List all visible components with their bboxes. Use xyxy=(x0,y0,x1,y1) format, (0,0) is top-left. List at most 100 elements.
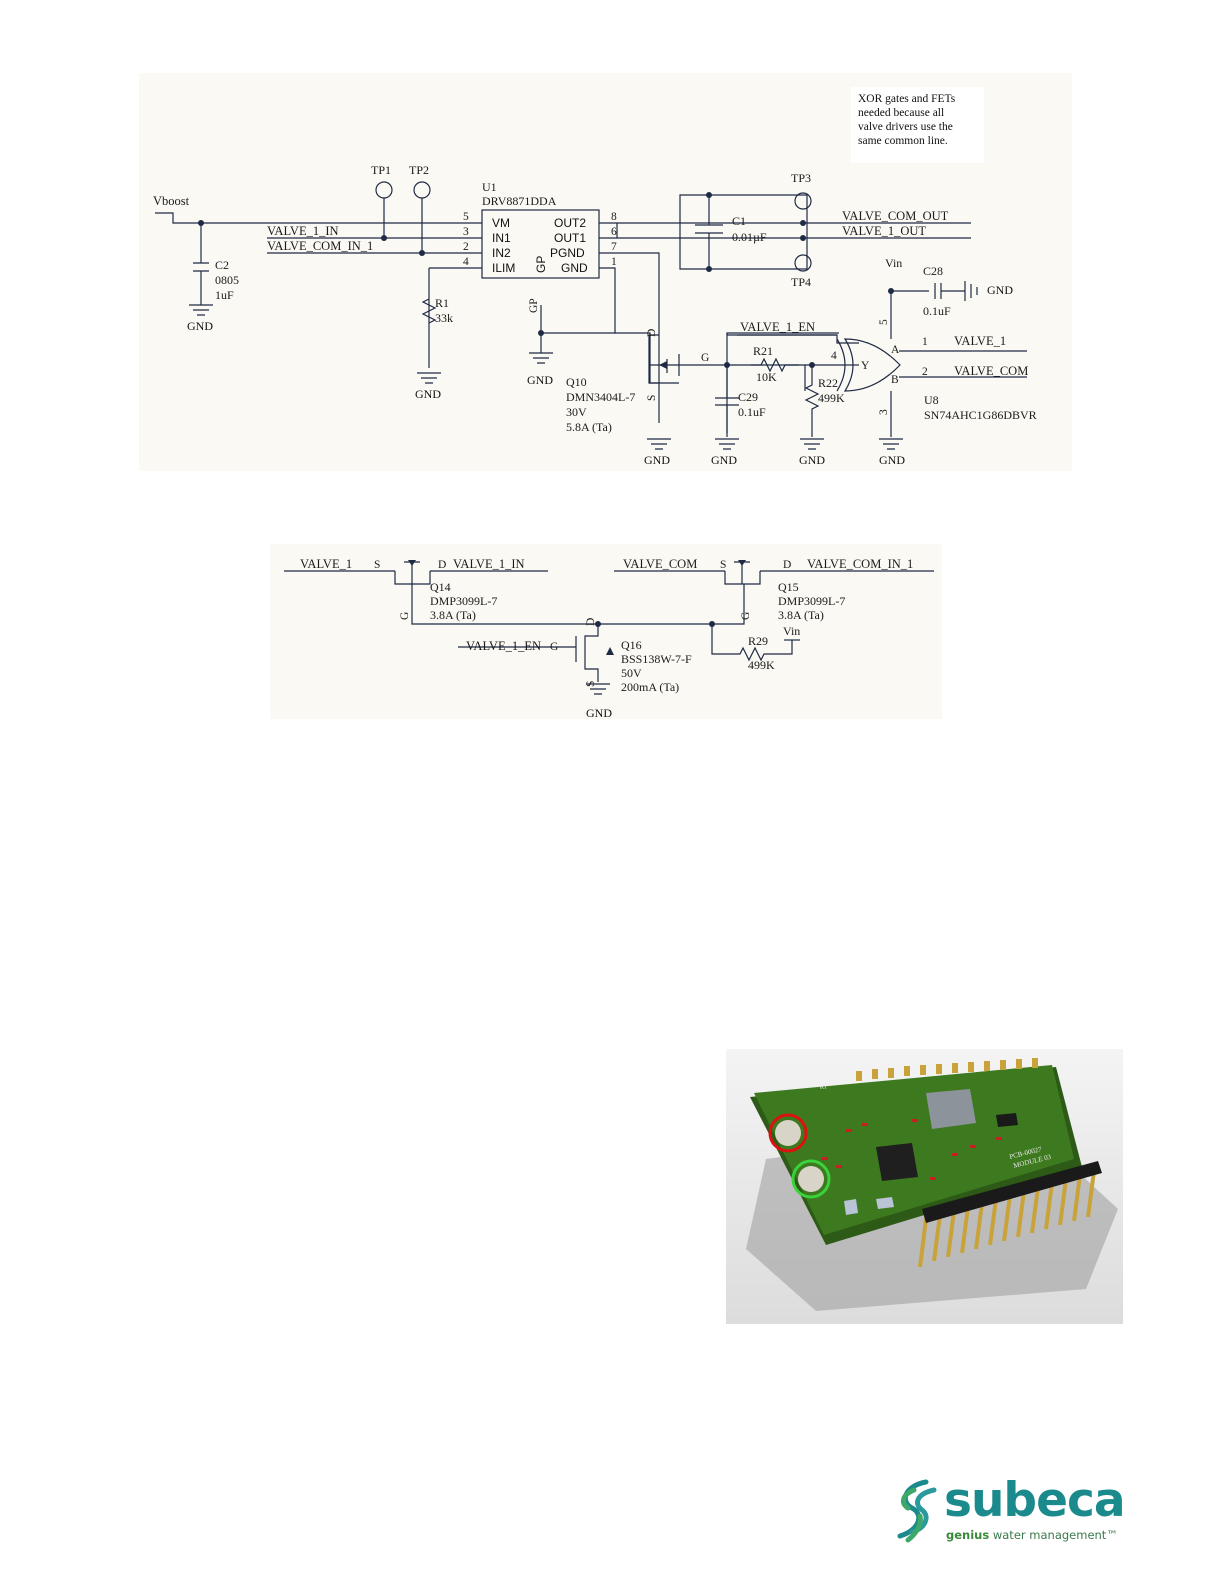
u1-pin-pgnd: PGND xyxy=(550,246,585,260)
pcb-silkscreen-3: R1 xyxy=(820,1084,828,1091)
q14-current: 3.8A (Ta) xyxy=(430,608,476,622)
q10-current: 5.8A (Ta) xyxy=(566,420,612,434)
q15-pin-g: G xyxy=(740,612,752,620)
r1-ref: R1 xyxy=(435,296,449,310)
r21-ref: R21 xyxy=(753,344,773,358)
gnd-u8: GND xyxy=(879,453,905,467)
u8-pin-4: 4 xyxy=(831,350,837,362)
tp2-label: TP2 xyxy=(409,163,429,177)
q14-pin-d: D xyxy=(438,559,446,571)
note-line-2: needed because all xyxy=(858,107,944,119)
q10-pin-g: G xyxy=(701,352,709,364)
net-valve-1-out: VALVE_1_OUT xyxy=(842,224,926,238)
u1-pin-in1: IN1 xyxy=(492,231,511,245)
u8-ref: U8 xyxy=(924,393,939,407)
gnd-c2: GND xyxy=(187,319,213,333)
c29-ref: C29 xyxy=(738,390,758,404)
net-vin: Vin xyxy=(885,256,902,270)
u1-pin-5: 5 xyxy=(463,211,469,223)
gnd-u1: GND xyxy=(527,373,553,387)
valve-driver-schematic: XOR gates and FETs needed because all va… xyxy=(139,73,1072,471)
logo-tagline: genius water management™ xyxy=(946,1528,1118,1542)
tp3-label: TP3 xyxy=(791,171,811,185)
c28-ref: C28 xyxy=(923,264,943,278)
logo-wordmark: subeca xyxy=(944,1473,1126,1528)
q10-pin-d: D xyxy=(646,329,658,337)
q15-pin-d: D xyxy=(783,559,791,571)
u8-pin-5: 5 xyxy=(878,319,890,325)
q15-part: DMP3099L-7 xyxy=(778,594,845,608)
q16-pin-g: G xyxy=(550,641,558,653)
c28-value: 0.1uF xyxy=(923,304,951,318)
net-valve-com-in-1: VALVE_COM_IN_1 xyxy=(267,239,373,253)
q15-pin-s: S xyxy=(720,559,726,571)
c2-size: 0805 xyxy=(215,273,239,287)
note-line-4: same common line. xyxy=(858,135,948,147)
u1-pin-in2: IN2 xyxy=(492,246,511,260)
gnd-c28: GND xyxy=(987,283,1013,297)
u1-part: DRV8871DDA xyxy=(482,194,557,208)
u1-pin-out1: OUT1 xyxy=(554,231,586,245)
u1-pin-2: 2 xyxy=(463,241,469,253)
note-line-1: XOR gates and FETs xyxy=(858,93,956,105)
q10-pin-s: S xyxy=(646,395,658,401)
q16-ref: Q16 xyxy=(621,638,642,652)
pcb-render-image: PCB-00027 MODULE 03 R1 xyxy=(726,1049,1123,1324)
q14-net-valve-1: VALVE_1 xyxy=(300,557,352,571)
u1-gp-label: GP xyxy=(528,298,540,313)
q16-pin-d: D xyxy=(585,618,597,626)
q16-pin-s: S xyxy=(585,681,597,687)
r22-ref: R22 xyxy=(818,376,838,390)
q15-current: 3.8A (Ta) xyxy=(778,608,824,622)
u1-pin-4: 4 xyxy=(463,256,469,268)
u8-pin-b: B xyxy=(891,374,899,386)
q14-net-valve-1-in: VALVE_1_IN xyxy=(453,557,525,571)
u8-pin-1: 1 xyxy=(922,336,928,348)
q14-pin-s: S xyxy=(374,559,380,571)
net-valve-1-en: VALVE_1_EN xyxy=(740,320,815,334)
q14-pin-g: G xyxy=(399,612,411,620)
u1-ref: U1 xyxy=(482,180,497,194)
u1-pin-ilim: ILIM xyxy=(492,261,515,275)
q16-net-valve-1-en: VALVE_1_EN xyxy=(466,639,541,653)
gnd-q10: GND xyxy=(644,453,670,467)
net-valve-com-out: VALVE_COM_OUT xyxy=(842,209,949,223)
c1-value: 0.01µF xyxy=(732,230,767,244)
gnd-r1: GND xyxy=(415,387,441,401)
r29-net-vin: Vin xyxy=(783,624,800,638)
c2-value: 1uF xyxy=(215,288,234,302)
q10-voltage: 30V xyxy=(566,405,587,419)
u1-pin-vm: VM xyxy=(492,216,510,230)
q16-voltage: 50V xyxy=(621,666,642,680)
tp4-label: TP4 xyxy=(791,275,811,289)
q10-part: DMN3404L-7 xyxy=(566,390,635,404)
u1-pin-gp: GP xyxy=(534,256,548,273)
c1-ref: C1 xyxy=(732,214,746,228)
logo-tagline-rest: water management™ xyxy=(989,1528,1118,1542)
r29-ref: R29 xyxy=(748,634,768,648)
q14-ref: Q14 xyxy=(430,580,451,594)
c2-ref: C2 xyxy=(215,258,229,272)
note-box xyxy=(851,87,984,163)
note-line-3: valve drivers use the xyxy=(858,121,953,133)
q15-net-valve-com: VALVE_COM xyxy=(623,557,697,571)
r21-value: 10K xyxy=(756,370,777,384)
subeca-swirl-icon xyxy=(897,1479,937,1543)
tp1-label: TP1 xyxy=(371,163,391,177)
u8-pin-3: 3 xyxy=(878,409,890,415)
net-vboost: Vboost xyxy=(153,194,190,208)
u1-pin-3: 3 xyxy=(463,226,469,238)
net-valve-1: VALVE_1 xyxy=(954,334,1006,348)
logo-tagline-bold: genius xyxy=(946,1528,990,1542)
schematic-1-drawing: XOR gates and FETs needed because all va… xyxy=(153,87,1037,467)
q16-current: 200mA (Ta) xyxy=(621,680,679,694)
gnd-r22: GND xyxy=(799,453,825,467)
u8-part: SN74AHC1G86DBVR xyxy=(924,408,1037,422)
u1-pin-8: 8 xyxy=(611,211,617,223)
u8-pin-2: 2 xyxy=(922,366,928,378)
q16-part: BSS138W-7-F xyxy=(621,652,692,666)
r29-value: 499K xyxy=(748,658,775,672)
c29-value: 0.1uF xyxy=(738,405,766,419)
subeca-logo: subeca genius water management™ xyxy=(888,1472,1136,1552)
u8-pin-y: Y xyxy=(861,360,870,372)
